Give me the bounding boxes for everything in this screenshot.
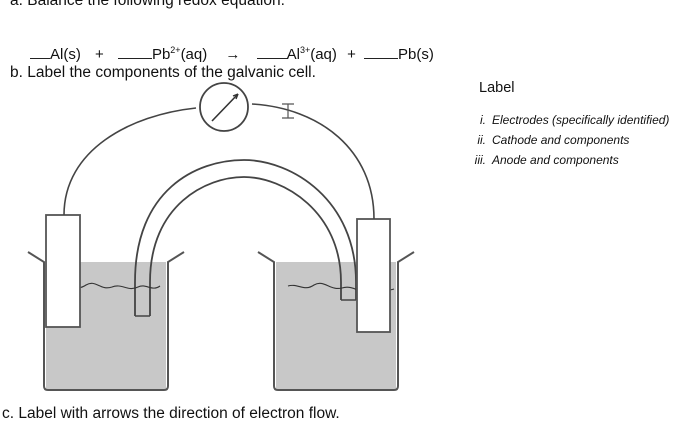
- eq-reaction-arrow: →: [225, 46, 241, 63]
- wire-right: [251, 103, 375, 220]
- coefficient-blank-3[interactable]: [256, 45, 287, 59]
- eq-term-pb-charge: 2+: [170, 45, 181, 55]
- label-item-electrodes: i. Electrodes (specifically identified): [456, 113, 669, 127]
- coefficient-blank-2[interactable]: [117, 45, 152, 59]
- left-electrode[interactable]: [45, 214, 81, 328]
- text-cursor-icon: [282, 103, 294, 119]
- coefficient-blank-1[interactable]: [30, 45, 50, 59]
- voltmeter-icon[interactable]: [199, 82, 249, 132]
- eq-plus-2: +: [347, 46, 356, 63]
- question-b-text: b. Label the components of the galvanic …: [10, 64, 316, 81]
- question-a-text: a. Balance the following redox equation:: [10, 0, 285, 9]
- label-item-cathode: ii. Cathode and components: [456, 133, 629, 147]
- left-beaker: [27, 251, 185, 391]
- right-electrode[interactable]: [356, 218, 391, 333]
- eq-term-al-solid: Al(s): [50, 46, 81, 63]
- salt-bridge-outer: [134, 159, 357, 316]
- label-item-text: Cathode and components: [492, 133, 630, 147]
- right-beaker: [257, 251, 415, 391]
- eq-term-pb-ion: Pb: [151, 46, 171, 63]
- eq-term-pb-solid: Pb(s): [398, 46, 434, 63]
- eq-term-pb-state: (aq): [180, 46, 208, 63]
- label-panel-title: Label: [479, 80, 515, 96]
- eq-plus-1: +: [95, 46, 104, 63]
- wire-left: [63, 107, 197, 216]
- label-item-text: Anode and components: [492, 153, 619, 167]
- label-item-number: i.: [480, 113, 486, 127]
- label-item-number: ii.: [477, 133, 486, 147]
- coefficient-blank-4[interactable]: [364, 45, 398, 59]
- voltmeter-needle: [211, 93, 239, 122]
- voltmeter-needle-tip: [232, 93, 239, 100]
- label-item-text: Electrodes (specifically identified): [492, 113, 670, 127]
- eq-term-al-charge: 3+: [299, 45, 311, 55]
- eq-term-al-state: (aq): [310, 46, 337, 63]
- question-c-text: c. Label with arrows the direction of el…: [2, 405, 340, 422]
- equation-line: Al(s) + Pb2+(aq) → Al3+(aq) + Pb(s): [30, 41, 434, 64]
- eq-term-al-ion: Al: [286, 46, 300, 63]
- salt-bridge-inner: [149, 176, 342, 316]
- label-item-anode: iii. Anode and components: [456, 153, 619, 167]
- label-item-number: iii.: [474, 153, 486, 167]
